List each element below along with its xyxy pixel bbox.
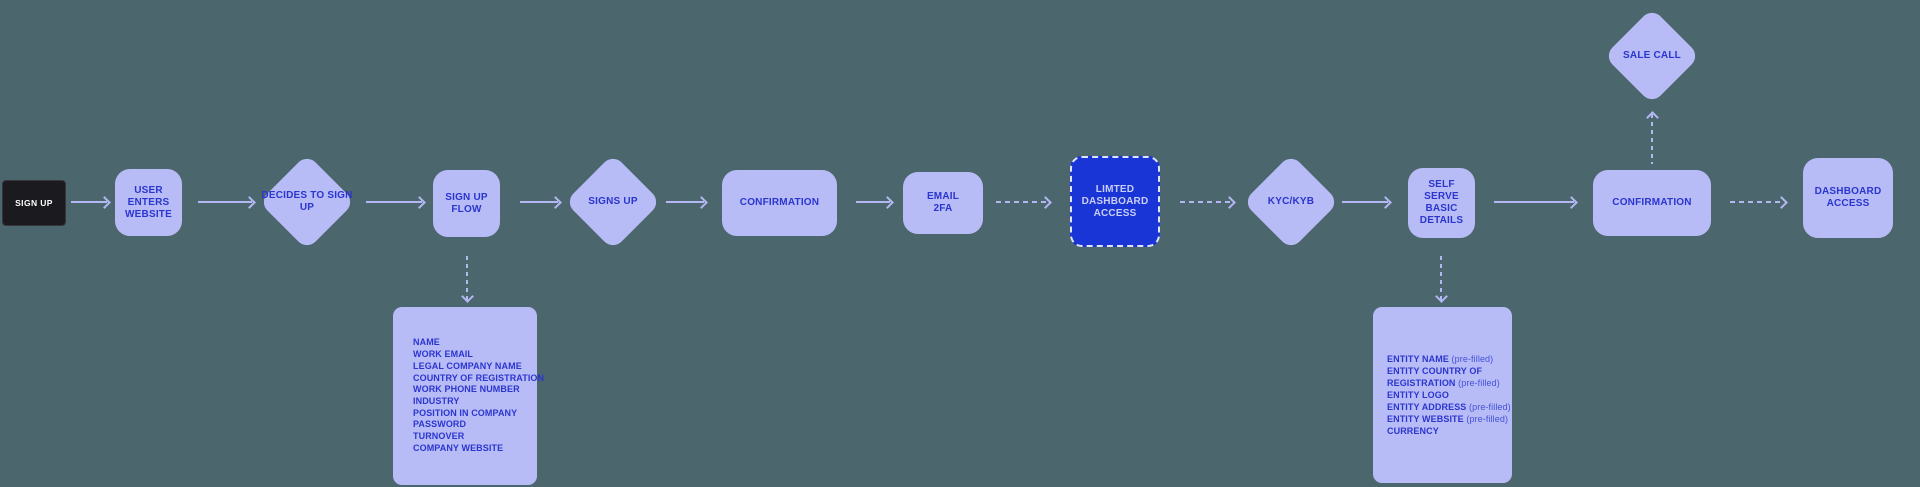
node-kyc-kyb: KYC/KYB	[1242, 153, 1340, 251]
node-signs-up: SIGNS UP	[564, 153, 662, 251]
arrow-kyc-to-self-serve	[1342, 196, 1392, 209]
arrow-start-to-user-enters	[71, 196, 111, 209]
node-label: SALE CALL	[1623, 50, 1681, 61]
arrowhead-right-icon	[1223, 196, 1236, 209]
node-sign-up-start: SIGN UP	[2, 180, 66, 226]
prefilled-tag: (pre-filled)	[1448, 354, 1494, 364]
arrowhead-right-icon	[98, 196, 111, 209]
node-user-enters-website: USER ENTERS WEBSITE	[115, 169, 182, 236]
prefilled-tag: (pre-filled)	[1455, 378, 1500, 388]
list-item: COUNTRY OF REGISTRATION	[413, 372, 545, 383]
node-confirmation-2: CONFIRMATION	[1593, 170, 1711, 236]
arrow-email-2fa-to-limited-dashboard	[996, 196, 1052, 209]
arrowhead-right-icon	[1565, 196, 1578, 209]
list-item: WORK PHONE NUMBER	[413, 384, 520, 395]
list-item: ENTITY NAME (pre-filled)	[1387, 353, 1512, 365]
list-item: INDUSTRY	[413, 396, 460, 406]
node-self-serve-basic-details: SELF SERVE BASIC DETAILS	[1408, 168, 1475, 238]
arrowhead-right-icon	[695, 196, 708, 209]
field-label: ENTITY WEBSITE	[1387, 414, 1464, 424]
field-label: CURRENCY	[1387, 426, 1439, 436]
arrowhead-right-icon	[549, 196, 562, 209]
node-decides-to-sign-up: DECIDES TO SIGN UP	[258, 153, 356, 251]
arrow-confirmation-to-sale-call	[1646, 111, 1659, 164]
field-label: ENTITY COUNTRY OF	[1387, 366, 1483, 376]
node-sign-up-flow: SIGN UP FLOW	[433, 170, 500, 237]
node-label: KYC/KYB	[1267, 196, 1315, 207]
arrow-self-serve-to-confirmation	[1494, 196, 1578, 209]
node-confirmation-1: CONFIRMATION	[722, 170, 837, 236]
node-label: SIGNS UP	[588, 196, 638, 207]
list-item: TURNOVER	[413, 431, 465, 442]
entity-fields-list: ENTITY NAME (pre-filled) ENTITY COUNTRY …	[1373, 307, 1512, 483]
list-item: REGISTRATION (pre-filled)	[1387, 377, 1512, 389]
arrow-decides-to-signup-flow	[366, 196, 426, 209]
arrowhead-down-icon	[1435, 290, 1448, 303]
list-item: WORK EMAIL	[413, 349, 473, 360]
list-item: POSITION IN COMPANY	[413, 407, 518, 418]
arrowhead-down-icon	[461, 290, 474, 303]
arrowhead-right-icon	[413, 196, 426, 209]
arrow-signup-flow-to-fields	[461, 256, 474, 303]
list-item: ENTITY LOGO	[1387, 389, 1512, 401]
arrow-limited-dashboard-to-kyc	[1180, 196, 1236, 209]
list-item: PASSWORD	[413, 419, 467, 430]
arrow-confirmation-to-email-2fa	[856, 196, 894, 209]
list-item: ENTITY COUNTRY OF	[1387, 365, 1512, 377]
node-sale-call: SALE CALL	[1603, 7, 1701, 105]
prefilled-tag: (pre-filled)	[1463, 414, 1509, 424]
node-dashboard-access: DASHBOARD ACCESS	[1803, 158, 1893, 238]
prefilled-tag: (pre-filled)	[1466, 402, 1511, 412]
arrow-user-enters-to-decides	[198, 196, 256, 209]
field-label: REGISTRATION	[1387, 378, 1456, 388]
signup-fields-list: NAME WORK EMAIL LEGAL COMPANY NAME COUNT…	[393, 307, 545, 485]
list-item: CURRENCY	[1387, 425, 1512, 437]
arrow-signs-up-to-confirmation	[666, 196, 708, 209]
list-item: ENTITY ADDRESS (pre-filled)	[1387, 401, 1512, 413]
field-label: ENTITY LOGO	[1387, 390, 1449, 400]
arrowhead-right-icon	[881, 196, 894, 209]
arrowhead-right-icon	[243, 196, 256, 209]
arrow-self-serve-to-entity-fields	[1435, 256, 1448, 303]
node-label: DECIDES TO SIGN UP	[261, 190, 353, 213]
field-label: ENTITY NAME	[1387, 354, 1449, 364]
arrowhead-right-icon	[1379, 196, 1392, 209]
list-item: ENTITY WEBSITE (pre-filled)	[1387, 413, 1512, 425]
node-email-2fa: EMAIL 2FA	[903, 172, 983, 234]
list-item: COMPANY WEBSITE	[413, 442, 504, 453]
arrow-signup-flow-to-signs-up	[520, 196, 562, 209]
arrowhead-right-icon	[1039, 196, 1052, 209]
arrowhead-right-icon	[1775, 196, 1788, 209]
field-label: ENTITY ADDRESS	[1387, 402, 1467, 412]
list-item: LEGAL COMPANY NAME	[413, 360, 522, 371]
arrow-confirmation-to-dashboard-access	[1730, 196, 1788, 209]
arrowhead-up-icon	[1646, 111, 1659, 124]
node-limited-dashboard-access: LIMTED DASHBOARD ACCESS	[1070, 156, 1160, 247]
list-item: NAME	[413, 337, 440, 348]
